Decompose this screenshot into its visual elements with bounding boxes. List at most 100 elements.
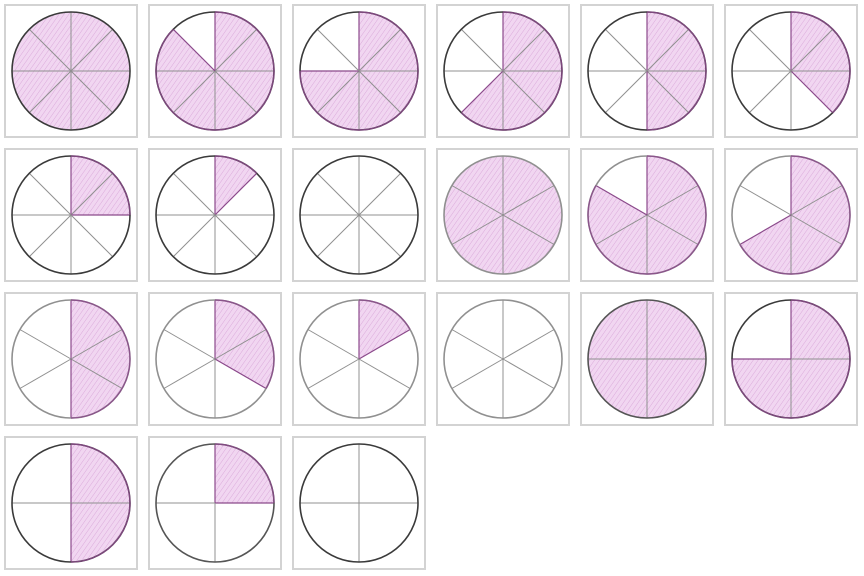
fraction-card (724, 4, 858, 138)
circle-outline (11, 11, 131, 131)
shaded-arc-edge (790, 11, 851, 114)
shaded-arc-edge (70, 443, 131, 563)
division-line (214, 214, 258, 258)
division-line (502, 28, 546, 72)
fraction-circle-svg (731, 299, 851, 419)
division-line (790, 28, 834, 72)
fraction-circle-svg (731, 155, 851, 275)
fraction-circle-svg (11, 299, 131, 419)
circle-outline (587, 299, 707, 419)
division-line (70, 214, 114, 258)
fraction-card (580, 292, 714, 426)
shaded-sector (215, 444, 274, 503)
division-line (19, 329, 72, 360)
fraction-card (292, 436, 426, 570)
division-line (646, 28, 690, 72)
division-line (19, 358, 72, 389)
fraction-card (4, 4, 138, 138)
division-line (163, 329, 216, 360)
shaded-arc-edge (587, 155, 707, 275)
shaded-sector (215, 300, 275, 389)
fraction-card (4, 148, 138, 282)
division-line (316, 172, 360, 216)
fraction-card (148, 148, 282, 282)
division-line (70, 329, 123, 360)
fraction-card (292, 4, 426, 138)
division-line (604, 70, 648, 114)
division-line (358, 214, 402, 258)
fraction-card (436, 4, 570, 138)
fraction-circle-svg (443, 155, 563, 275)
fraction-circle-svg (299, 443, 419, 563)
division-line (28, 172, 72, 216)
division-line (70, 172, 114, 216)
division-line (790, 185, 843, 216)
fraction-circle-svg (587, 155, 707, 275)
division-line (646, 70, 690, 114)
circle-outline (299, 155, 419, 275)
fraction-circle-svg (299, 11, 419, 131)
fraction-card (436, 292, 570, 426)
division-line (28, 70, 72, 114)
division-line (790, 70, 834, 114)
division-line (214, 28, 258, 72)
division-line (502, 70, 546, 114)
fraction-card (724, 292, 858, 426)
division-line (604, 28, 648, 72)
division-line (214, 70, 258, 114)
division-line (502, 329, 555, 360)
fraction-circle-svg (731, 11, 851, 131)
division-line (358, 70, 402, 114)
division-line (595, 214, 648, 245)
fraction-card (148, 292, 282, 426)
division-line (316, 28, 360, 72)
shaded-arc-edge (358, 299, 411, 330)
fraction-circle-svg (11, 155, 131, 275)
division-line (172, 28, 216, 72)
shaded-arc-edge (214, 155, 258, 174)
fraction-card (580, 148, 714, 282)
shaded-arc-edge (70, 155, 131, 216)
shaded-sector (215, 156, 257, 215)
division-line (502, 185, 555, 216)
division-line (460, 70, 504, 114)
shaded-arc-edge (155, 11, 275, 131)
fraction-card (148, 4, 282, 138)
fraction-circle-svg (299, 299, 419, 419)
division-line (307, 329, 360, 360)
division-line (28, 28, 72, 72)
division-line (748, 28, 792, 72)
division-line (748, 70, 792, 114)
shaded-sector (71, 300, 130, 418)
shaded-arc-edge (299, 11, 419, 131)
division-line (214, 358, 267, 390)
division-line (358, 358, 411, 389)
division-line (214, 172, 258, 216)
shaded-arc-edge (731, 299, 851, 419)
division-line (358, 172, 402, 216)
fraction-circle-svg (155, 155, 275, 275)
division-line (502, 358, 555, 389)
division-line (595, 184, 648, 216)
division-line (172, 172, 216, 216)
division-line (646, 214, 699, 245)
fraction-circle-svg (443, 299, 563, 419)
fraction-card (4, 436, 138, 570)
division-line (451, 214, 504, 245)
division-line (214, 329, 267, 360)
fraction-card (724, 148, 858, 282)
division-line (172, 70, 216, 114)
division-line (358, 28, 402, 72)
fraction-card (4, 292, 138, 426)
division-line (451, 329, 504, 360)
division-line (28, 214, 72, 258)
division-line (451, 358, 504, 389)
division-line (358, 328, 411, 360)
shaded-arc-edge (460, 11, 563, 131)
division-line (307, 358, 360, 389)
division-line (790, 214, 843, 245)
fraction-circle-svg (299, 155, 419, 275)
division-line (70, 70, 114, 114)
fraction-circle-svg (443, 11, 563, 131)
